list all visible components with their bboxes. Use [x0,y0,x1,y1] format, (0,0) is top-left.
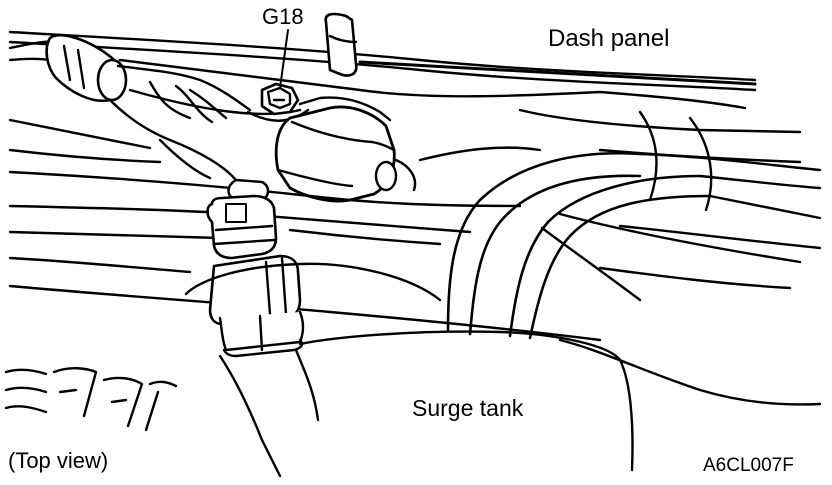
view-note-label: (Top view) [8,448,109,473]
g18-label: G18 [262,4,304,29]
surge-tank-label: Surge tank [412,395,524,421]
sensor-connector-lower [208,254,305,358]
sensor-connector-upper [206,194,278,260]
lower-left-marks [4,367,178,432]
dash-panel-edge [8,30,757,92]
left-background-lines [8,118,162,164]
vacuum-hose [8,33,128,103]
sensor-bracket [108,64,252,182]
g18-bolt [246,82,310,122]
harness-clip [324,12,358,77]
figure-code-label: A6CL007F [703,455,794,476]
right-hoses [446,151,822,340]
surge-tank-outline [184,262,822,478]
sensor-body [274,96,417,203]
g18-leader-line [279,29,289,89]
dash-panel-label: Dash panel [548,25,670,52]
wire-harness [8,170,602,342]
